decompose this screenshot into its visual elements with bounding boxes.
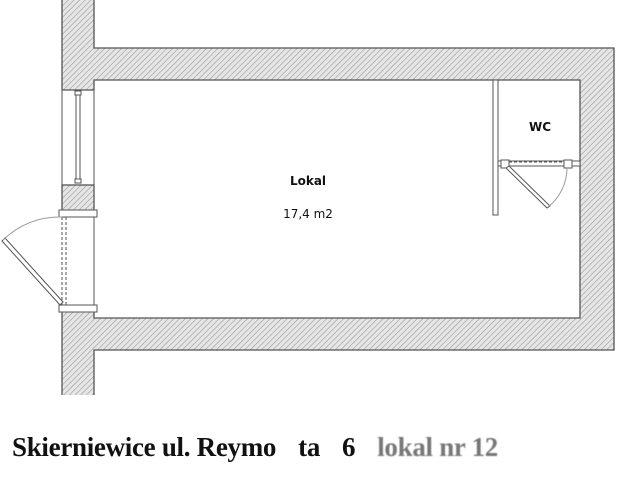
caption-part-3: 6	[342, 432, 356, 462]
caption-part-2: ta	[298, 432, 321, 462]
wc-partition	[492, 79, 581, 216]
room-label-lokal: Lokal	[290, 174, 326, 188]
caption-part-1: Skierniewice ul. Reymo	[12, 432, 277, 462]
room-area-lokal: 17,4 m2	[283, 207, 333, 221]
floor-plan: Lokal 17,4 m2 WC	[1, 0, 615, 395]
window	[61, 90, 95, 185]
caption-part-4: lokal nr 12	[377, 432, 498, 462]
room-label-wc: WC	[529, 120, 551, 134]
walls	[62, 0, 614, 395]
address-caption: Skierniewice ul. Reymo ta 6 lokal nr 12	[12, 432, 498, 463]
entrance-door	[1, 209, 98, 313]
wall-outlines	[61, 0, 615, 395]
